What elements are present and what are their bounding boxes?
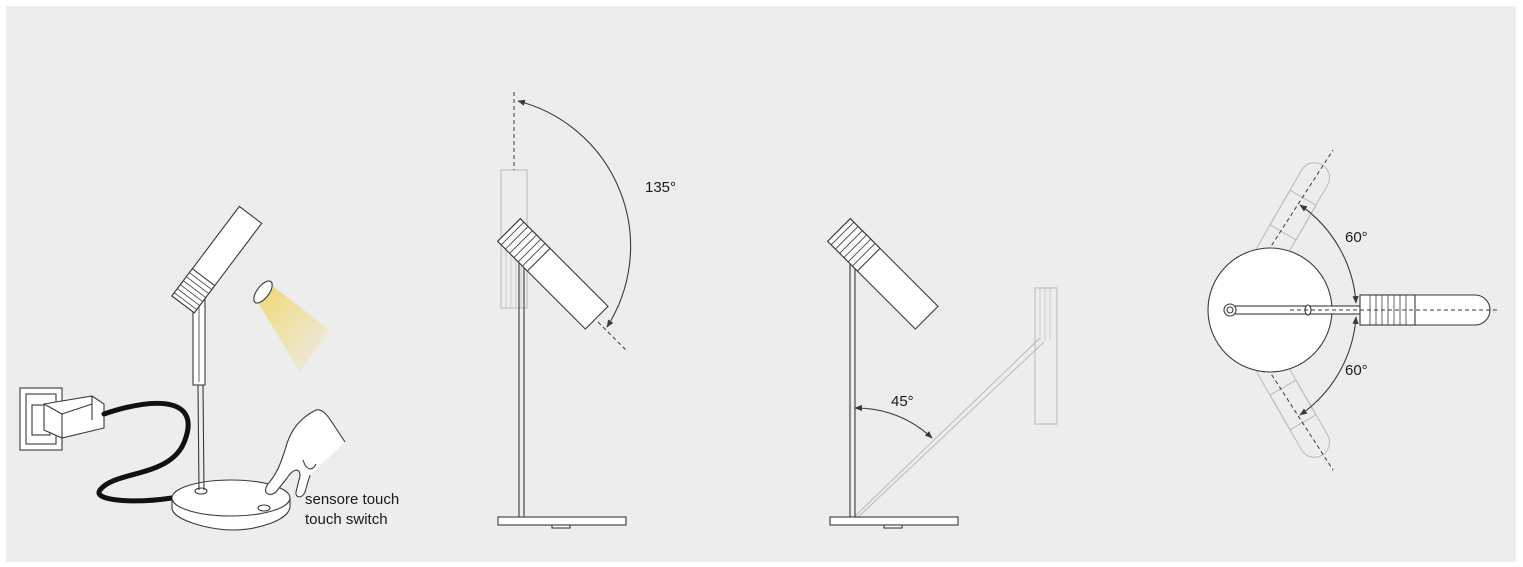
ghost-head-vertical xyxy=(1034,287,1058,425)
ghost-arm xyxy=(852,337,1041,519)
angle-arc-60-lower xyxy=(1299,316,1359,416)
figure-tilt-up: 135° xyxy=(496,92,676,529)
touch-switch-label-en: touch switch xyxy=(305,511,388,528)
angle-arc-60-upper xyxy=(1299,204,1359,304)
figure-tilt-down: 45° xyxy=(826,217,1058,529)
hand-touch-icon xyxy=(265,409,346,498)
figure-lamp-in-use: sensore touch touch switch xyxy=(19,205,399,531)
lamp-base-side xyxy=(829,516,959,526)
lamp-head xyxy=(171,205,263,314)
angle-label-60-lower: 60° xyxy=(1345,362,1368,379)
lamp-base-side xyxy=(497,516,627,526)
angle-label-60-upper: 60° xyxy=(1345,229,1368,246)
lamp-head xyxy=(826,217,939,330)
touch-switch-label-it: sensore touch xyxy=(305,491,399,508)
power-cable xyxy=(96,400,191,504)
lamp-head-top xyxy=(1359,294,1491,326)
angle-label-45: 45° xyxy=(891,393,914,410)
angle-arc-135 xyxy=(517,99,632,328)
light-beam xyxy=(254,284,330,372)
figure-rotation-top-view: 60° 60° xyxy=(1207,149,1500,471)
angle-arc-45 xyxy=(854,404,933,439)
power-adapter-icon xyxy=(43,395,105,439)
angle-label-135: 135° xyxy=(645,179,676,196)
lamp-base xyxy=(171,479,291,531)
